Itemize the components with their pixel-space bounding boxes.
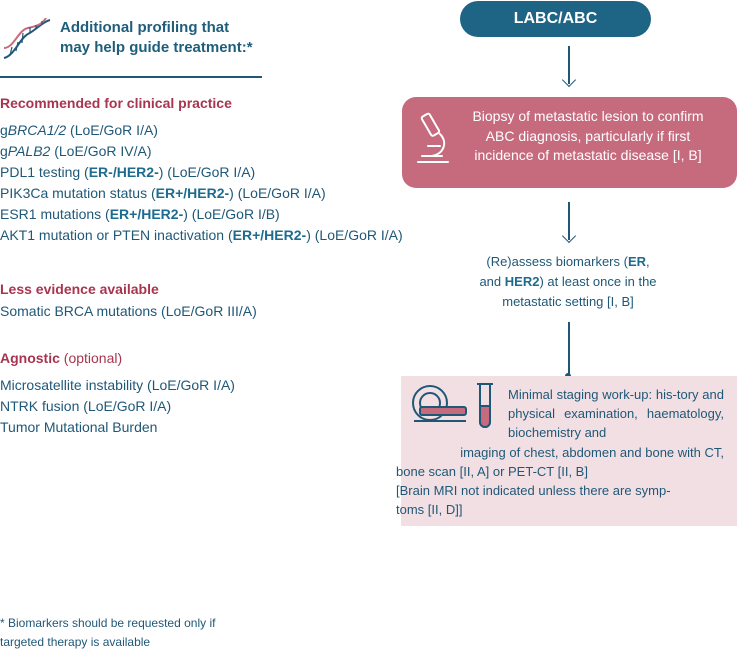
brain-line: toms [II, D]] [396, 502, 463, 517]
biopsy-box [402, 97, 737, 188]
footnote-line: targeted therapy is available [0, 635, 151, 649]
connector [568, 322, 570, 374]
divider [0, 76, 262, 78]
list-item: NTRK fusion (LoE/GoR I/A) [0, 398, 172, 414]
brain-line: [Brain MRI not indicated unless there ar… [396, 483, 671, 498]
reassess-line: and HER2) at least once in the [479, 274, 657, 289]
footnote-line: * Biomarkers should be requested only if [0, 616, 216, 630]
list-item: gPALB2 (LoE/GoR IV/A) [0, 143, 152, 159]
brain-mri-note: [Brain MRI not indicated unless there ar… [396, 481, 724, 519]
microscope-icon [417, 112, 449, 163]
staging-text: Minimal staging work-up: his-tory and ph… [508, 387, 724, 440]
profiling-heading: Additional profiling that may help guide… [60, 18, 253, 58]
agnostic-list: Microsatellite instability (LoE/GoR I/A)… [0, 375, 235, 438]
list-item: ESR1 mutations (ER+/HER2-) (LoE/GoR I/B) [0, 206, 280, 222]
recommended-list: gBRCA1/2 (LoE/GoR I/A) gPALB2 (LoE/GoR I… [0, 120, 403, 246]
arrow-head [561, 228, 577, 244]
biopsy-line: incidence of metastatic disease [I, B] [474, 147, 702, 163]
ct-scanner-icon [412, 385, 467, 422]
agnostic-title: Agnostic [0, 350, 60, 366]
list-item: gBRCA1/2 (LoE/GoR I/A) [0, 122, 158, 138]
section-title-recommended: Recommended for clinical practice [0, 95, 232, 111]
reassess-line: metastatic setting [I, B] [502, 294, 634, 309]
list-item: AKT1 mutation or PTEN inactivation (ER+/… [0, 227, 403, 243]
staging-bone-line: bone scan [II, A] or PET-CT [II, B] [396, 464, 588, 479]
list-item: PDL1 testing (ER-/HER2-) (LoE/GoR I/A) [0, 164, 256, 180]
list-item: PIK3Ca mutation status (ER+/HER2-) (LoE/… [0, 185, 326, 201]
heading-line: Additional profiling that [60, 19, 230, 36]
section-title-agnostic: Agnostic (optional) [0, 350, 122, 366]
footnote: * Biomarkers should be requested only if… [0, 614, 260, 652]
arrow-head [561, 72, 577, 88]
heading-line: may help guide treatment:* [60, 39, 253, 56]
staging-imaging-line: imaging of chest, abdomen and bone with … [460, 445, 724, 460]
dna-icon [3, 18, 51, 59]
section-title-less-evidence: Less evidence available [0, 281, 159, 297]
reassess-line: (Re)assess biomarkers (ER, [486, 254, 650, 269]
list-item: Somatic BRCA mutations (LoE/GoR III/A) [0, 303, 257, 319]
biopsy-line: ABC diagnosis, particularly if first [485, 127, 691, 144]
connector [568, 202, 570, 240]
list-item: Microsatellite instability (LoE/GoR I/A) [0, 377, 235, 393]
agnostic-suffix: (optional) [63, 350, 123, 366]
biopsy-text: Biopsy of metastatic lesion to confirm A… [448, 107, 728, 166]
list-item: Tumor Mutational Burden [0, 419, 158, 435]
test-tube-icon [477, 383, 493, 428]
connector [568, 46, 570, 84]
less-evidence-list: Somatic BRCA mutations (LoE/GoR III/A) [0, 301, 257, 322]
staging-box [401, 376, 737, 526]
biopsy-line: Biopsy of metastatic lesion to confirm [472, 108, 704, 124]
start-node: LABC/ABC [460, 1, 651, 37]
reassess-text: (Re)assess biomarkers (ER, and HER2) at … [448, 252, 688, 312]
